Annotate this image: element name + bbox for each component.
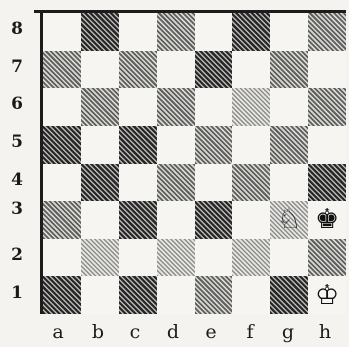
file-label-g: g xyxy=(277,320,299,344)
square-f6[interactable] xyxy=(232,88,270,126)
square-h8[interactable] xyxy=(308,13,346,51)
square-e6[interactable] xyxy=(195,88,233,126)
chessboard: ♘♚ ♔ xyxy=(43,13,346,314)
square-g8[interactable] xyxy=(270,13,308,51)
square-e8[interactable] xyxy=(195,13,233,51)
square-h6[interactable] xyxy=(308,88,346,126)
square-h5[interactable] xyxy=(308,126,346,164)
rank-label-2: 2 xyxy=(6,245,28,265)
square-b3[interactable] xyxy=(81,201,119,239)
square-b7[interactable] xyxy=(81,51,119,89)
square-a8[interactable] xyxy=(43,13,81,51)
square-h1[interactable]: ♔ xyxy=(308,276,346,314)
square-b5[interactable] xyxy=(81,126,119,164)
square-h2[interactable] xyxy=(308,239,346,277)
square-f3[interactable] xyxy=(232,201,270,239)
square-d5[interactable] xyxy=(157,126,195,164)
square-e2[interactable] xyxy=(195,239,233,277)
rank-label-8: 8 xyxy=(6,19,28,39)
square-c2[interactable] xyxy=(119,239,157,277)
square-g3[interactable]: ♘ xyxy=(270,201,308,239)
square-d2[interactable] xyxy=(157,239,195,277)
file-label-e: e xyxy=(200,320,222,344)
square-c3[interactable] xyxy=(119,201,157,239)
rank-label-1: 1 xyxy=(6,283,28,303)
square-d6[interactable] xyxy=(157,88,195,126)
square-a3[interactable] xyxy=(43,201,81,239)
square-f2[interactable] xyxy=(232,239,270,277)
rank-label-4: 4 xyxy=(6,170,28,190)
file-label-d: d xyxy=(162,320,184,344)
square-c6[interactable] xyxy=(119,88,157,126)
square-h3[interactable]: ♚ xyxy=(308,201,346,239)
square-e4[interactable] xyxy=(195,164,233,202)
square-c8[interactable] xyxy=(119,13,157,51)
square-b4[interactable] xyxy=(81,164,119,202)
square-c7[interactable] xyxy=(119,51,157,89)
square-b2[interactable] xyxy=(81,239,119,277)
square-a6[interactable] xyxy=(43,88,81,126)
square-g7[interactable] xyxy=(270,51,308,89)
square-b1[interactable] xyxy=(81,276,119,314)
square-a7[interactable] xyxy=(43,51,81,89)
square-d7[interactable] xyxy=(157,51,195,89)
square-f4[interactable] xyxy=(232,164,270,202)
file-label-a: a xyxy=(47,320,69,344)
square-c5[interactable] xyxy=(119,126,157,164)
square-f8[interactable] xyxy=(232,13,270,51)
square-a1[interactable] xyxy=(43,276,81,314)
square-g6[interactable] xyxy=(270,88,308,126)
square-a4[interactable] xyxy=(43,164,81,202)
square-e3[interactable] xyxy=(195,201,233,239)
file-label-h: h xyxy=(314,320,336,344)
square-f1[interactable] xyxy=(232,276,270,314)
square-d4[interactable] xyxy=(157,164,195,202)
square-h4[interactable] xyxy=(308,164,346,202)
white-king-icon[interactable]: ♔ xyxy=(308,276,346,314)
square-f7[interactable] xyxy=(232,51,270,89)
rank-label-7: 7 xyxy=(6,57,28,77)
square-f5[interactable] xyxy=(232,126,270,164)
square-e5[interactable] xyxy=(195,126,233,164)
square-g2[interactable] xyxy=(270,239,308,277)
square-a5[interactable] xyxy=(43,126,81,164)
square-d8[interactable] xyxy=(157,13,195,51)
rank-label-6: 6 xyxy=(6,94,28,114)
square-e7[interactable] xyxy=(195,51,233,89)
file-label-b: b xyxy=(87,320,109,344)
square-c4[interactable] xyxy=(119,164,157,202)
black-king-icon[interactable]: ♚ xyxy=(308,201,346,239)
square-e1[interactable] xyxy=(195,276,233,314)
square-b8[interactable] xyxy=(81,13,119,51)
square-g5[interactable] xyxy=(270,126,308,164)
square-c1[interactable] xyxy=(119,276,157,314)
square-h7[interactable] xyxy=(308,51,346,89)
file-label-f: f xyxy=(239,320,261,344)
square-g4[interactable] xyxy=(270,164,308,202)
square-d1[interactable] xyxy=(157,276,195,314)
square-b6[interactable] xyxy=(81,88,119,126)
rank-label-5: 5 xyxy=(6,132,28,152)
square-a2[interactable] xyxy=(43,239,81,277)
white-knight-icon[interactable]: ♘ xyxy=(270,201,308,239)
rank-label-3: 3 xyxy=(6,199,28,219)
square-d3[interactable] xyxy=(157,201,195,239)
square-g1[interactable] xyxy=(270,276,308,314)
file-label-c: c xyxy=(124,320,146,344)
